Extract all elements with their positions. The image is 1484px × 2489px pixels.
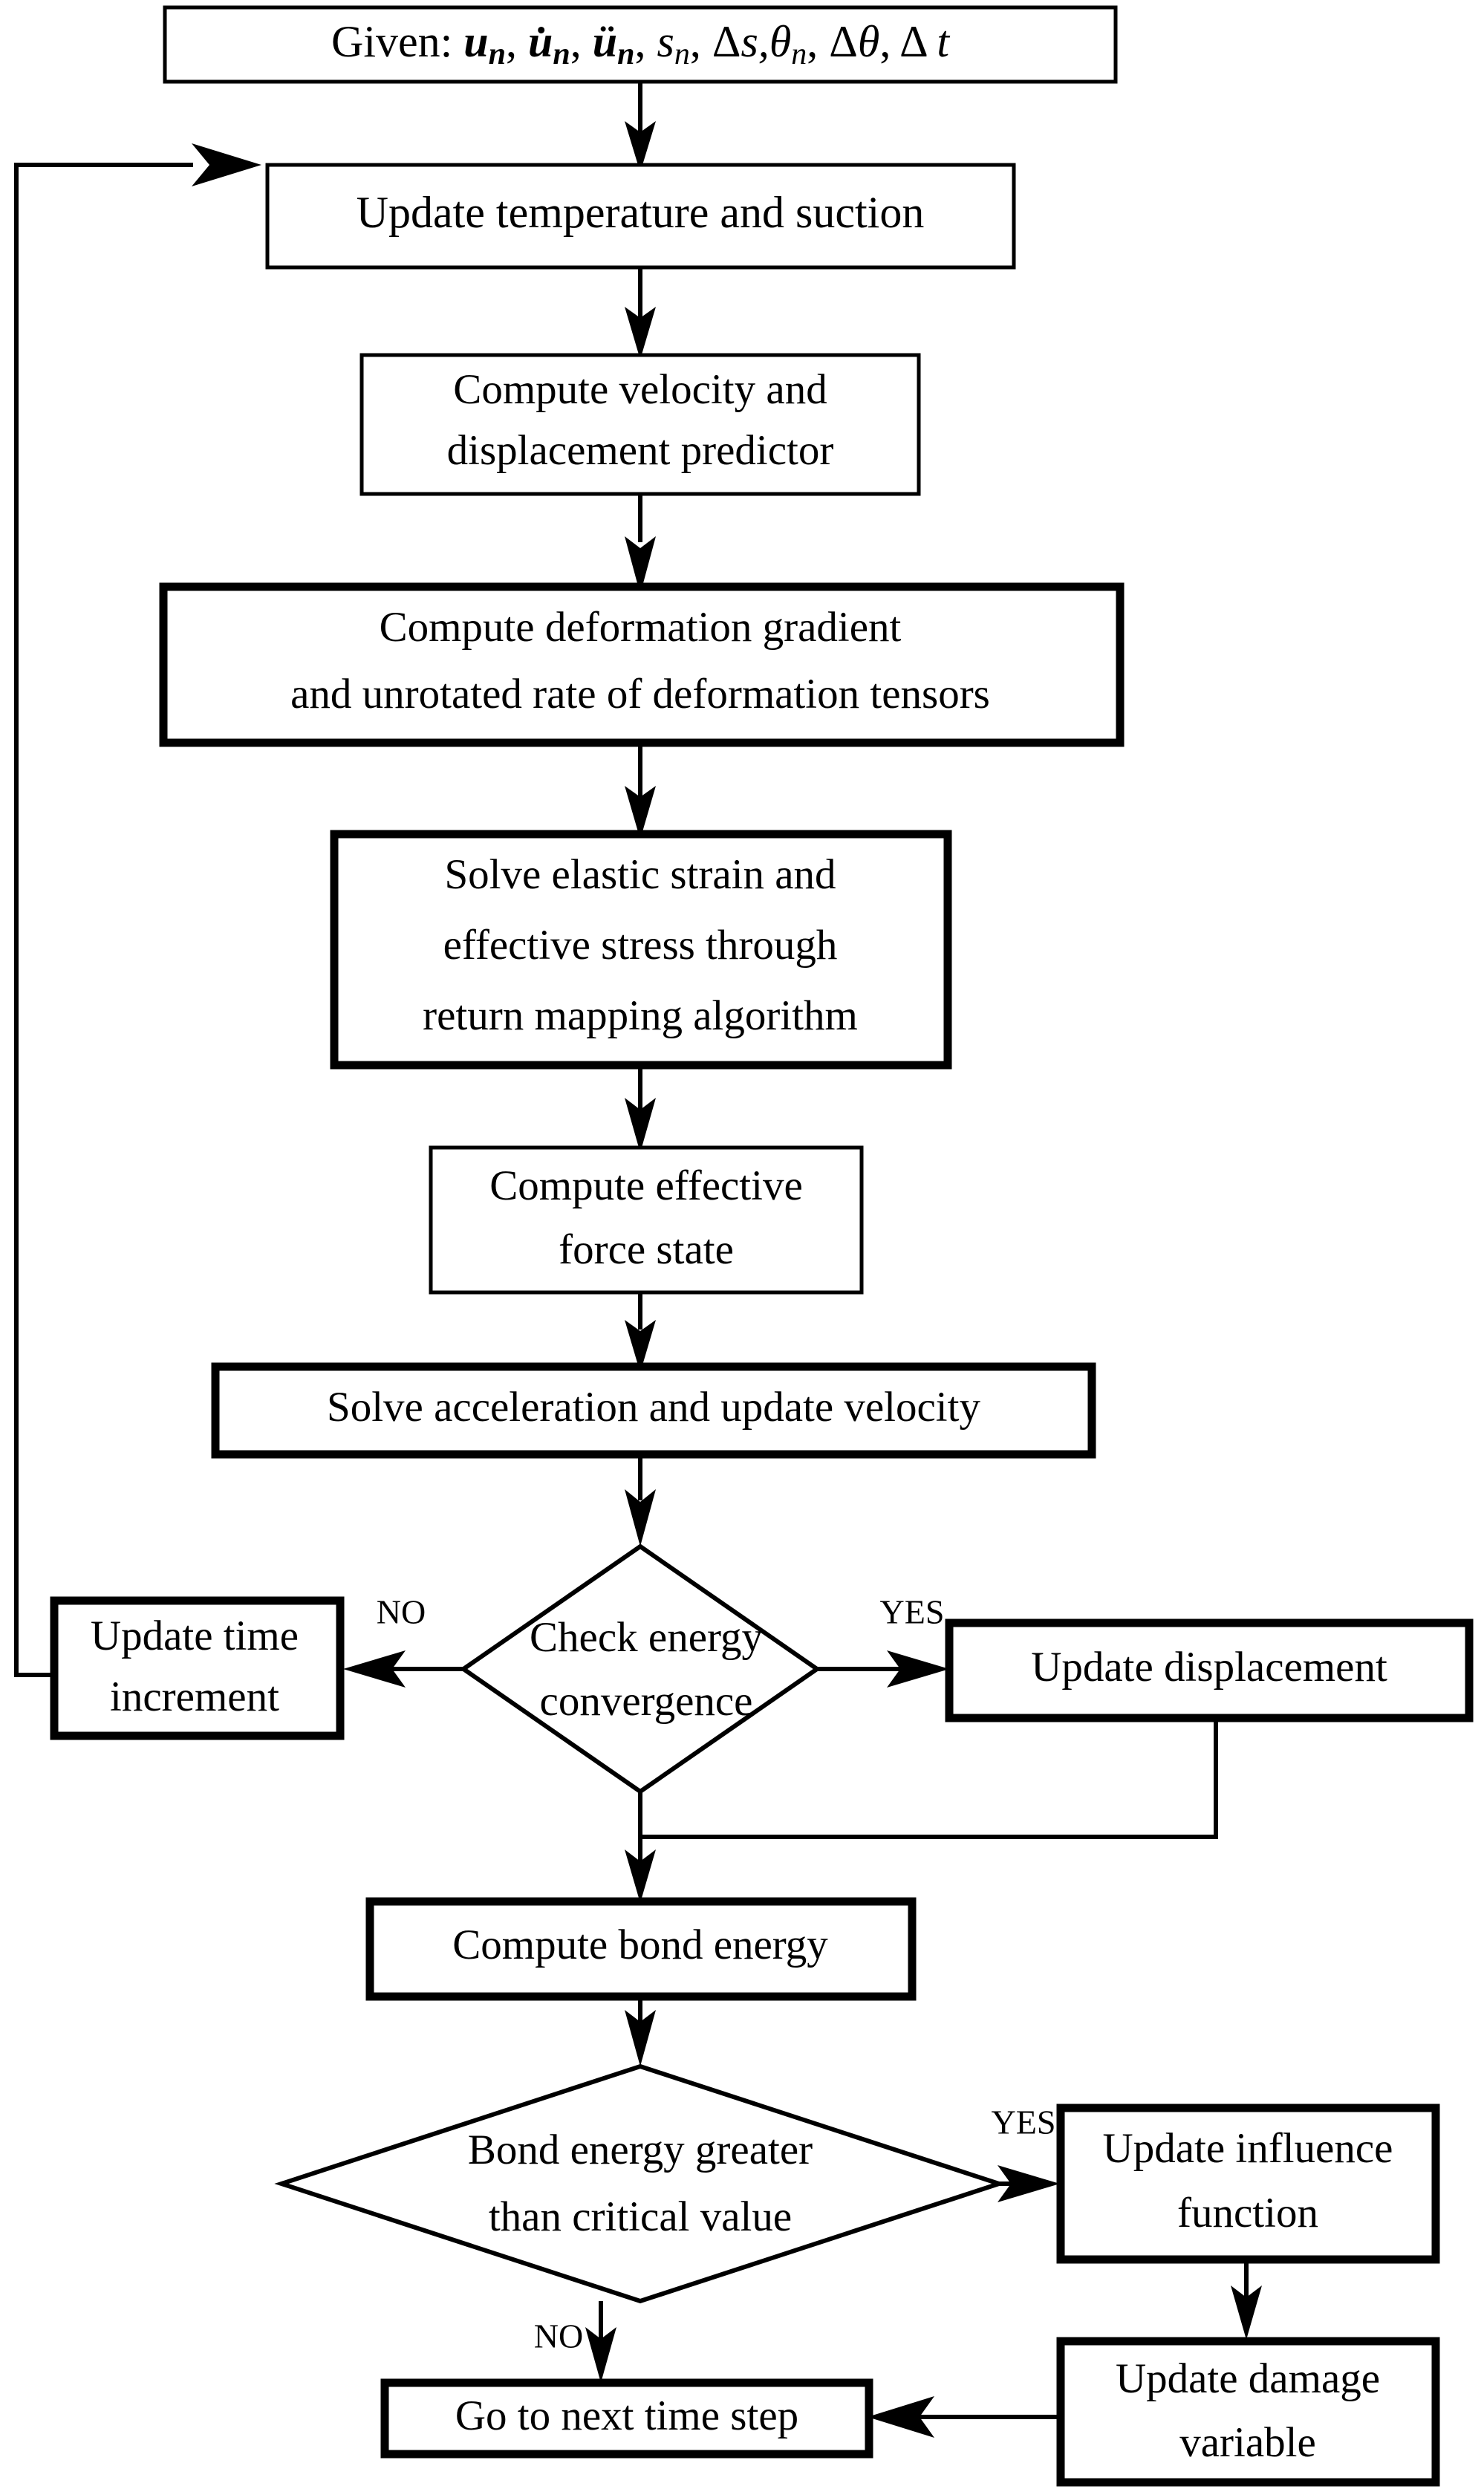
edge-given-to-update-temperature xyxy=(625,82,656,172)
node-update-damage-variable: Update damage variable xyxy=(1056,2337,1440,2487)
node-compute-velocity-line2: displacement predictor xyxy=(447,427,834,474)
edge-compute-force-to-solve-acceleration xyxy=(625,1292,656,1373)
node-check-energy-line1: Check energy xyxy=(530,1614,763,1661)
node-bond-check-line1: Bond energy greater xyxy=(468,2127,813,2173)
edge-compute-velocity-to-compute-deformation xyxy=(625,494,656,594)
node-update-time-line2: increment xyxy=(110,1673,279,1720)
edge-compute-bond-to-bond-check xyxy=(625,1996,656,2066)
node-update-temperature-and-suction: Update temperature and suction xyxy=(265,163,1016,270)
node-compute-deformation-gradient: Compute deformation gradient and unrotat… xyxy=(159,582,1125,747)
node-update-displacement-label: Update displacement xyxy=(1031,1644,1387,1691)
edge-solve-acceleration-to-check-energy xyxy=(625,1454,656,1546)
edge-label-energy-no: NO xyxy=(377,1593,426,1631)
edge-update-time-feedback-loop xyxy=(14,143,261,1677)
node-bond-energy-greater-than-critical-value: Bond energy greater than critical value xyxy=(274,2063,1006,2304)
node-update-time-line1: Update time xyxy=(91,1613,299,1659)
edge-label-energy-yes: YES xyxy=(880,1593,945,1631)
node-check-energy-line2: convergence xyxy=(540,1678,753,1725)
node-compute-deformation-line1: Compute deformation gradient xyxy=(380,604,902,651)
node-update-damage-line2: variable xyxy=(1179,2419,1316,2466)
node-solve-elastic-line3: return mapping algorithm xyxy=(423,992,858,1039)
node-solve-acceleration-label: Solve acceleration and update velocity xyxy=(327,1384,980,1431)
edge-bond-check-yes-to-update-influence xyxy=(998,2165,1060,2202)
node-solve-acceleration-and-update-velocity: Solve acceleration and update velocity xyxy=(211,1362,1096,1459)
edge-check-energy-yes-to-update-displacement xyxy=(807,1650,949,1688)
edge-check-energy-no-to-update-time xyxy=(343,1650,475,1688)
edge-update-damage-to-next-step xyxy=(868,2396,1057,2438)
edge-label-bond-yes: YES xyxy=(992,2104,1056,2141)
node-compute-bond-label: Compute bond energy xyxy=(452,1922,828,1968)
edge-compute-deformation-to-solve-elastic xyxy=(625,743,656,839)
node-update-influence-line2: function xyxy=(1177,2190,1318,2236)
edge-bond-check-no-to-next-step xyxy=(585,2301,616,2383)
node-given: Given: un, u̇n, ün, sn, Δs,θn, Δθ, Δ t xyxy=(163,5,1118,84)
node-compute-velocity-line1: Compute velocity and xyxy=(453,366,827,413)
node-solve-elastic-line1: Solve elastic strain and xyxy=(444,851,836,898)
node-given-label: Given: un, u̇n, ün, sn, Δs,θn, Δθ, Δ t xyxy=(331,17,950,71)
node-solve-elastic-line2: effective stress through xyxy=(443,922,838,969)
node-update-damage-line1: Update damage xyxy=(1116,2355,1380,2402)
node-compute-force-line2: force state xyxy=(559,1226,734,1273)
node-update-influence-function: Update influence function xyxy=(1056,2104,1440,2264)
node-compute-deformation-line2: and unrotated rate of deformation tensor… xyxy=(290,671,990,718)
edge-update-influence-to-update-damage xyxy=(1231,2261,1262,2340)
node-compute-force-line1: Compute effective xyxy=(489,1162,803,1209)
node-go-to-next-time-step: Go to next time step xyxy=(380,2378,873,2459)
node-next-step-label: Go to next time step xyxy=(455,2392,798,2439)
node-solve-elastic-strain: Solve elastic strain and effective stres… xyxy=(330,830,952,1070)
node-compute-velocity-and-displacement-predictor: Compute velocity and displacement predic… xyxy=(359,353,921,496)
node-compute-bond-energy: Compute bond energy xyxy=(365,1897,917,2001)
node-compute-effective-force-state: Compute effective force state xyxy=(429,1145,864,1295)
node-update-time-increment: Update time increment xyxy=(50,1596,345,1740)
node-check-energy-convergence: Check energy convergence xyxy=(459,1543,821,1795)
node-update-influence-line1: Update influence xyxy=(1103,2125,1393,2172)
node-update-displacement: Update displacement xyxy=(945,1618,1474,1722)
edge-update-temperature-to-compute-velocity xyxy=(625,267,656,359)
edge-solve-elastic-to-compute-force xyxy=(625,1065,656,1153)
edge-label-bond-no: NO xyxy=(534,2317,583,2355)
node-update-temperature-label: Update temperature and suction xyxy=(357,188,925,237)
edge-update-displacement-to-compute-bond xyxy=(625,1719,1218,1903)
node-bond-check-line2: than critical value xyxy=(489,2193,792,2240)
